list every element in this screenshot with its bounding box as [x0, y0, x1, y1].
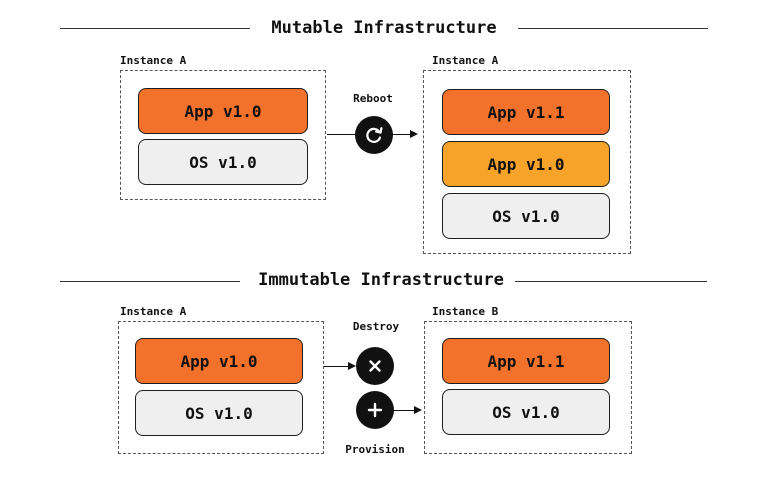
os-block: OS v1.0 — [442, 193, 610, 239]
app-block: App v1.0 — [135, 338, 303, 384]
close-icon — [369, 360, 381, 372]
instance-box — [424, 321, 632, 454]
mutable-divider-left — [60, 28, 250, 29]
instance-label: Instance A — [120, 305, 187, 318]
mutable-section-title: Mutable Infrastructure — [271, 18, 497, 38]
os-block: OS v1.0 — [135, 390, 303, 436]
app-block: App v1.1 — [442, 89, 610, 135]
destroy-label: Destroy — [352, 320, 400, 333]
instance-label: Instance A — [432, 54, 499, 67]
arrow-line — [324, 366, 350, 367]
arrow-head — [414, 405, 422, 414]
immutable-section-title: Immutable Infrastructure — [258, 270, 504, 290]
refresh-icon — [366, 127, 383, 143]
instance-box — [423, 70, 631, 254]
provision-circle — [356, 391, 394, 429]
reboot-circle — [355, 116, 393, 154]
immutable-divider-left — [60, 281, 240, 282]
app-block: App v1.0 — [138, 88, 308, 134]
instance-box — [120, 70, 326, 200]
instance-label: Instance A — [120, 54, 187, 67]
os-block: OS v1.0 — [442, 389, 610, 435]
instance-label: Instance B — [432, 305, 499, 318]
arrow-line — [394, 410, 416, 411]
app-block: App v1.1 — [442, 338, 610, 384]
app-block: App v1.0 — [442, 141, 610, 187]
immutable-divider-right — [515, 281, 707, 282]
reboot-label: Reboot — [353, 92, 393, 105]
arrow-head — [348, 361, 356, 370]
provision-label: Provision — [345, 443, 405, 456]
instance-box — [118, 321, 324, 454]
plus-icon — [367, 402, 383, 418]
os-block: OS v1.0 — [138, 139, 308, 185]
mutable-divider-right — [518, 28, 708, 29]
destroy-circle — [356, 347, 394, 385]
arrow-head — [410, 129, 418, 138]
